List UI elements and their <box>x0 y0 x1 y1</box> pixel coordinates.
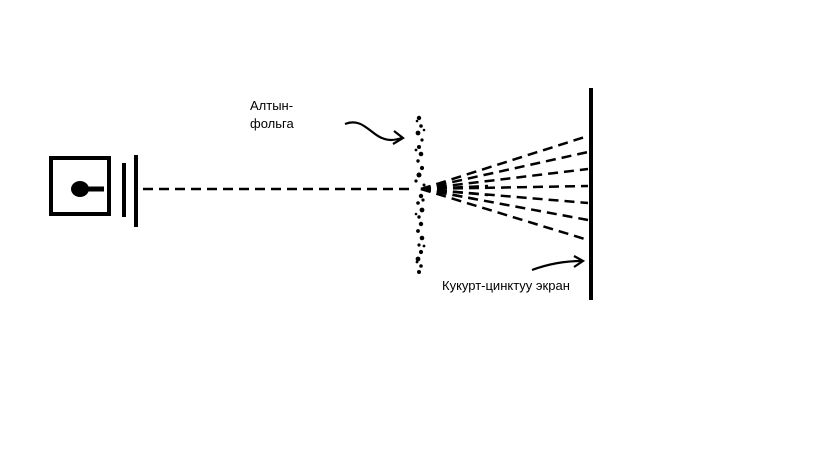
screen-label: Кукурт-цинктуу экран <box>442 278 570 293</box>
radioactive-sample <box>71 181 89 197</box>
gold-foil-label: Алтын- фольга <box>250 97 294 133</box>
gold-foil-arrow <box>344 121 405 145</box>
scattered-particle-rays <box>420 134 589 242</box>
gold-foil <box>414 115 426 274</box>
gold-foil-label-line2: фольга <box>250 116 294 131</box>
collimator <box>122 155 138 227</box>
screen-arrow <box>531 255 586 272</box>
gold-foil-label-line1: Алтын- <box>250 98 294 113</box>
lead-box <box>49 156 111 216</box>
radiation-source <box>49 156 111 216</box>
